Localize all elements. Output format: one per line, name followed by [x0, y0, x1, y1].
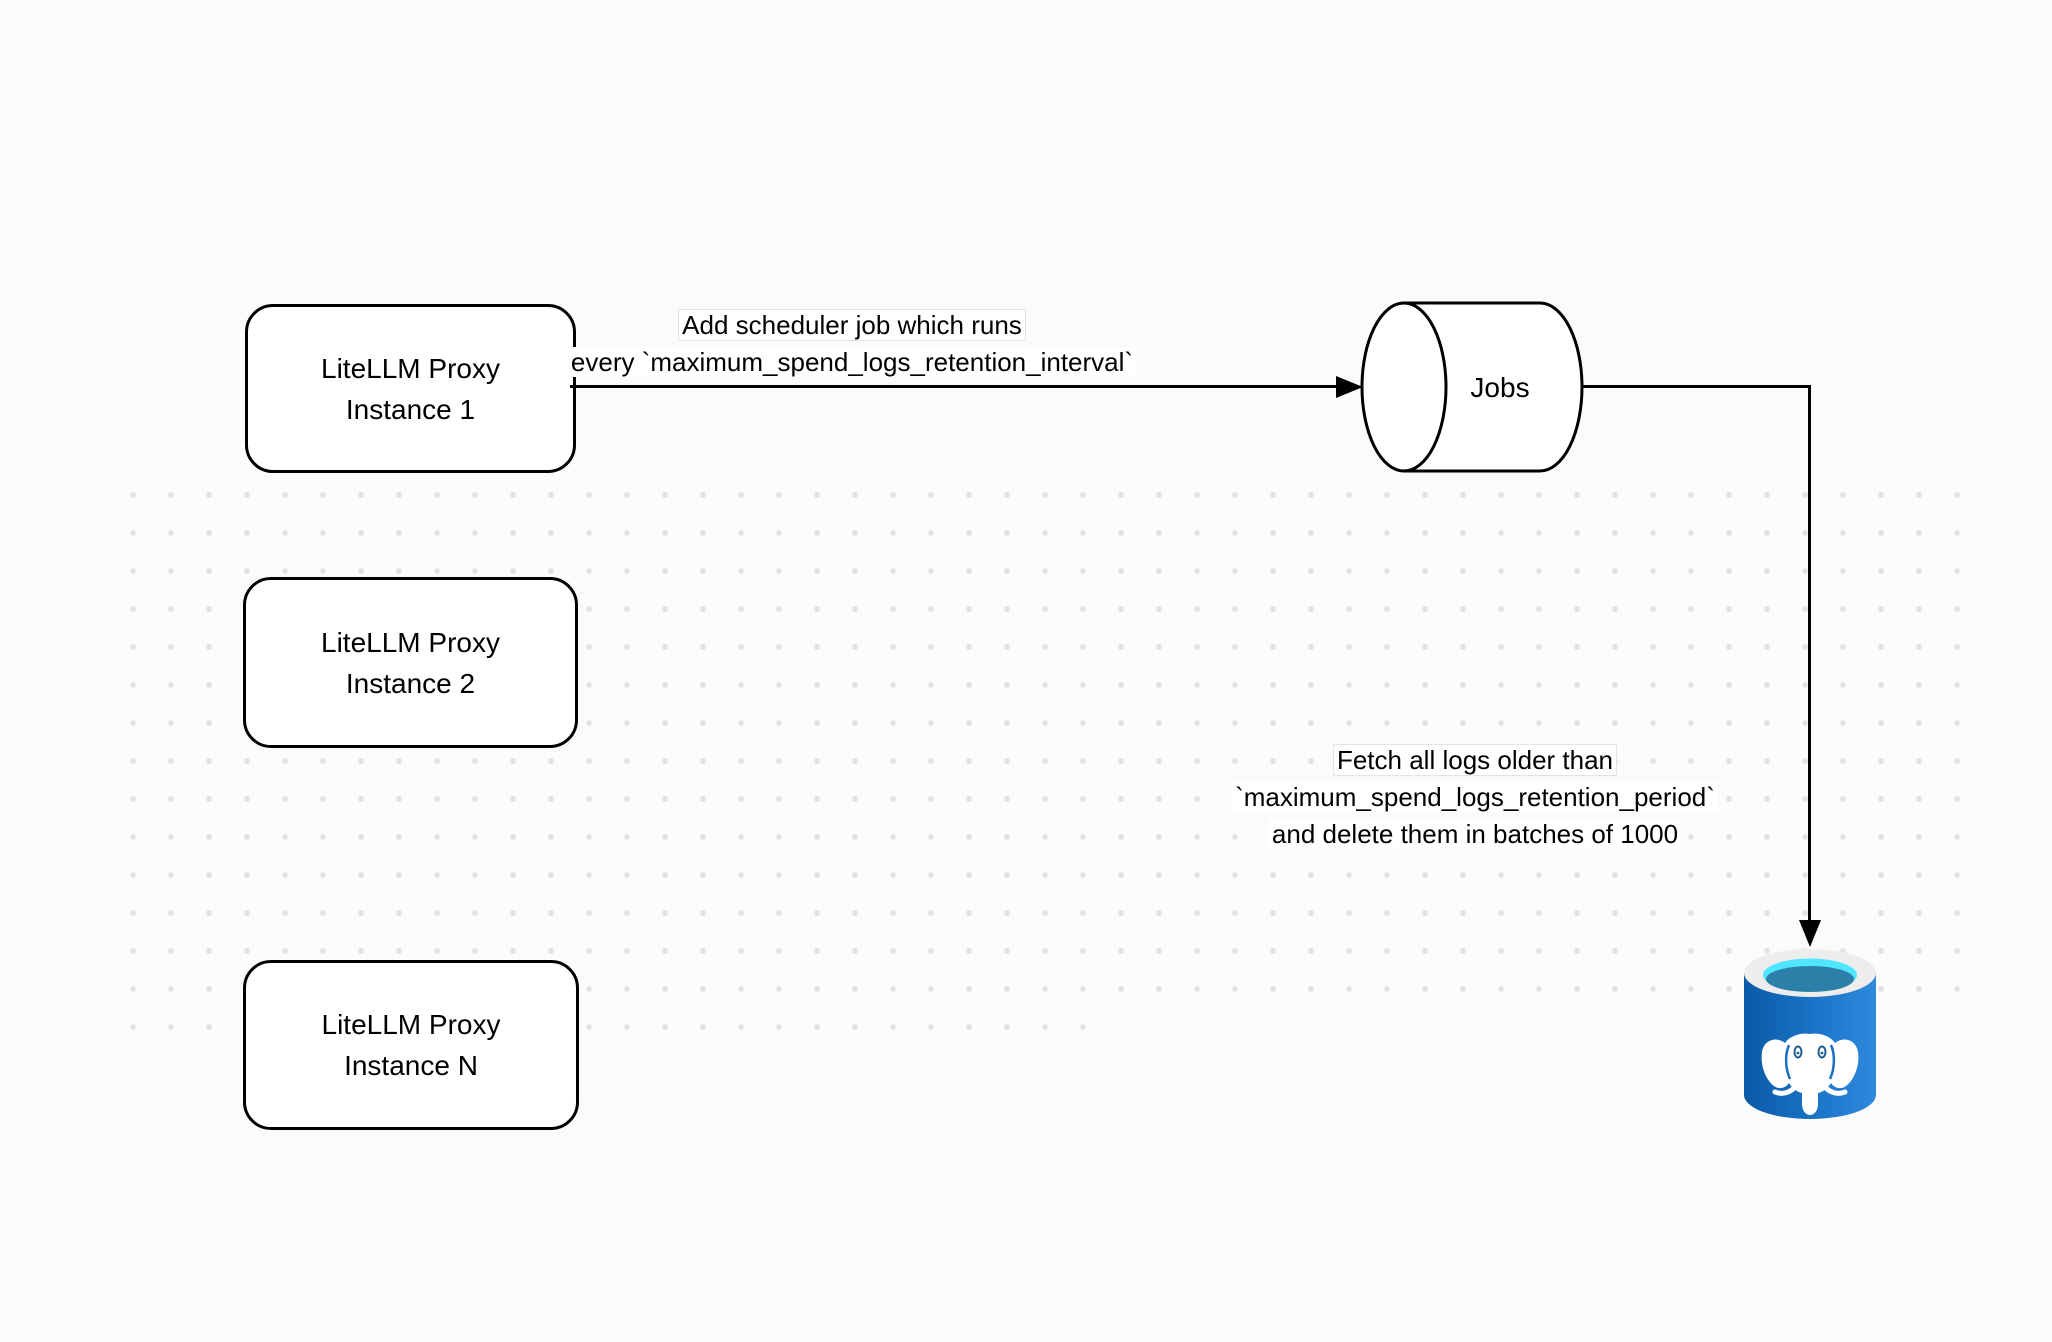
node-label-line: Instance 2: [345, 667, 476, 699]
dot-grid-background-left: [114, 476, 1102, 1046]
arrowhead-into-jobs-icon: [1336, 376, 1363, 398]
edge-label-fetch: Fetch all logs older than `maximum_spend…: [1155, 742, 1795, 853]
node-label-line: LiteLLM Proxy: [321, 352, 500, 384]
node-litellm-proxy-instance-n: LiteLLM Proxy Instance N: [243, 960, 579, 1130]
node-litellm-proxy-instance-2: LiteLLM Proxy Instance 2: [243, 577, 578, 748]
node-label-line: Instance 1: [345, 393, 476, 425]
postgresql-database-icon: [1744, 949, 1876, 1119]
postgres-cylinder-inner-shadow: [1766, 966, 1854, 992]
queue-cylinder-body: [1402, 301, 1584, 473]
jobs-label: Jobs: [1470, 372, 1530, 403]
edge-label-scheduler-line2: every `maximum_spend_logs_retention_inte…: [567, 347, 1137, 377]
node-label-line: LiteLLM Proxy: [321, 1009, 501, 1040]
edge-label-scheduler: Add scheduler job which runs every `maxi…: [402, 307, 1302, 381]
edge-fetch-line-vertical: [1808, 385, 1811, 920]
node-jobs-queue: [1360, 301, 1584, 473]
edge-fetch-line-horizontal: [1582, 385, 1811, 388]
node-label-line: LiteLLM Proxy: [321, 626, 500, 658]
edge-label-scheduler-line1: Add scheduler job which runs: [678, 309, 1026, 341]
edge-scheduler-line: [570, 385, 1336, 388]
arrowhead-into-postgres-icon: [1799, 920, 1821, 947]
node-litellm-proxy-instance-1: LiteLLM Proxy Instance 1: [245, 304, 576, 473]
edge-label-fetch-line3: and delete them in batches of 1000: [1268, 819, 1682, 849]
edge-label-fetch-line1: Fetch all logs older than: [1332, 744, 1618, 776]
edge-label-fetch-line2: `maximum_spend_logs_retention_period`: [1232, 782, 1718, 812]
queue-cylinder-face: [1360, 301, 1448, 473]
node-label-line: Instance N: [344, 1050, 478, 1081]
dot-grid-background-right: [1102, 476, 1977, 1008]
postgres-elephant-logo: [1761, 1033, 1859, 1115]
